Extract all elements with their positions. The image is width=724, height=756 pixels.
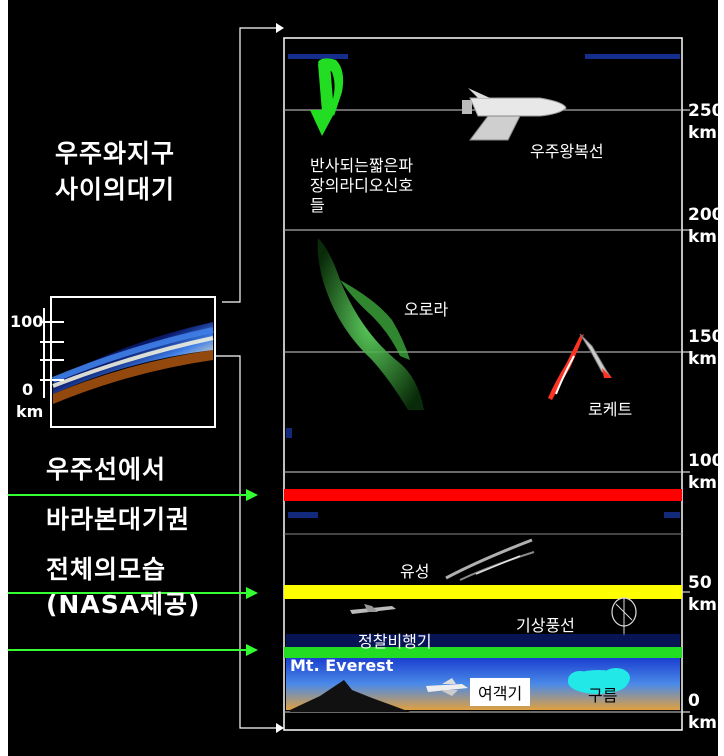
recon-plane-label: 정찰비행기 [358, 632, 432, 651]
space-shuttle-icon [462, 88, 567, 141]
balloon-label: 기상풍선 [516, 616, 575, 635]
everest-label: Mt. Everest [290, 656, 394, 675]
airliner-icon [426, 678, 468, 696]
arrow-to-green-band [8, 644, 258, 656]
bracket-bottom-arrow-icon [276, 723, 284, 733]
arrow-to-red-band [8, 489, 258, 501]
mountain-icon [290, 680, 410, 712]
bracket-bottom [216, 355, 276, 729]
inset-tick-100: 100 [10, 312, 44, 331]
left-title-line2: 사이의대기 [55, 175, 176, 204]
left-caption-line2: 바라본대기권 [46, 505, 191, 534]
band-yellow [284, 585, 682, 599]
inset-unit: km [16, 402, 44, 421]
arrow-to-yellow-band [8, 587, 258, 599]
arrow-head-icon [246, 489, 258, 501]
inset-axis [40, 308, 64, 398]
inset-tick-0: 0 [22, 380, 34, 399]
arrow-head-icon [246, 587, 258, 599]
arrow-head-icon [246, 644, 258, 656]
meteor-icon [445, 538, 535, 581]
rocket-icon [548, 333, 612, 400]
band-red [284, 489, 682, 501]
left-title-line1: 우주와지구 [55, 139, 176, 168]
left-caption-line3: 전체의모습 [46, 555, 167, 584]
inset-photo [50, 296, 216, 428]
bracket-top [222, 27, 276, 303]
aurora-label: 오로라 [404, 300, 449, 319]
rocket-label: 로케트 [588, 400, 633, 419]
left-caption-line1: 우주선에서 [46, 455, 167, 484]
band-green [284, 647, 682, 658]
radio-label: 반사되는짧은파 장의라디오신호 들 [310, 156, 414, 215]
bracket-top-arrow-icon [276, 23, 284, 33]
jet-icon [350, 604, 396, 614]
airliner-label: 여객기 [470, 678, 531, 706]
cloud-label: 구름 [588, 686, 618, 705]
down-arrow-icon [310, 58, 344, 136]
cloud-icon [568, 668, 630, 694]
shuttle-label: 우주왕복선 [530, 142, 604, 161]
meteor-label: 유성 [400, 562, 430, 581]
left-caption-line4: (NASA제공) [46, 590, 201, 619]
aurora-icon [317, 238, 424, 410]
balloon-icon [611, 597, 637, 636]
